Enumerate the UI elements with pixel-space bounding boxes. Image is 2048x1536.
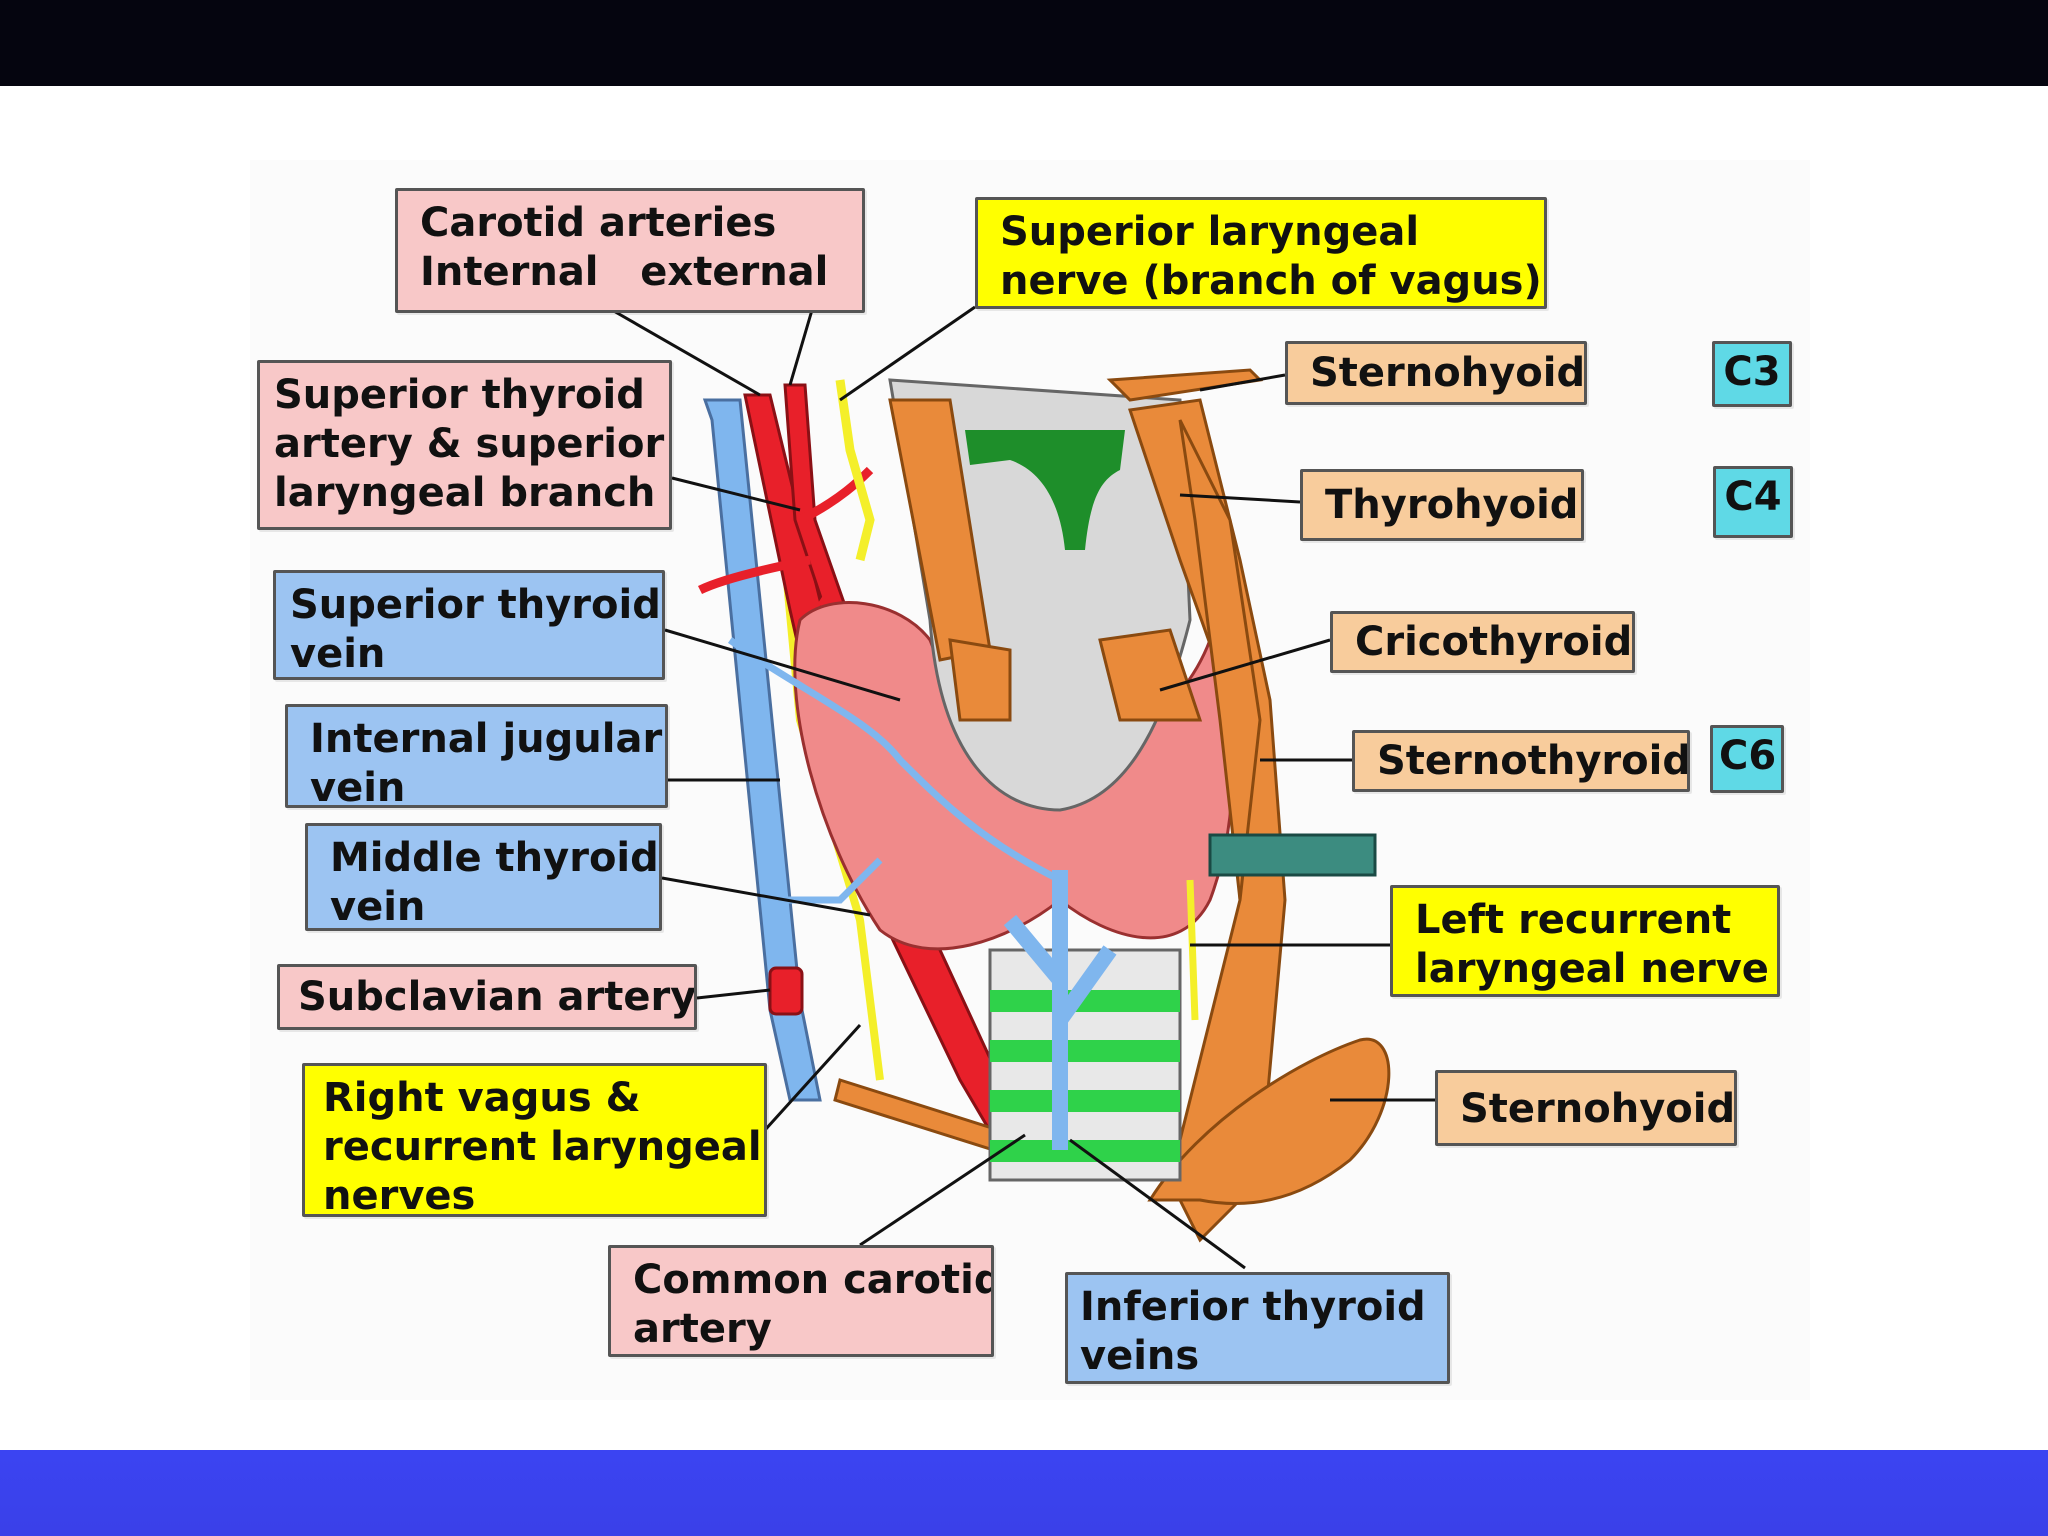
sternohyoid-top-label: Sternohyoid	[1285, 341, 1587, 405]
right-vagus-recurrent-nerves-label: Right vagus & recurrent laryngeal nerves	[302, 1063, 767, 1217]
thyrohyoid-label: Thyrohyoid	[1300, 469, 1584, 541]
superior-laryngeal-nerve-shape	[835, 379, 875, 562]
trachea-shape	[988, 948, 1182, 1182]
inferior-thyroid-veins-shape	[1003, 870, 1117, 1150]
thyrohyoid-membrane-shape	[965, 430, 1125, 550]
carotid-arteries-label: Carotid arteries Internal external	[395, 188, 865, 313]
middle-thyroid-vein-label: Middle thyroid vein	[305, 823, 662, 931]
sternohyoid-bottom-label: Sternohyoid	[1435, 1070, 1737, 1146]
c6-level-label: C6	[1710, 725, 1784, 793]
sternothyroid-label: Sternothyroid	[1352, 730, 1690, 792]
omohyoid-cut-shape	[1208, 833, 1377, 877]
c4-level-label: C4	[1713, 466, 1793, 538]
superior-laryngeal-nerve-label: Superior laryngeal nerve (branch of vagu…	[975, 197, 1547, 309]
c3-level-label: C3	[1712, 341, 1792, 407]
leader-lines	[611, 305, 1435, 1270]
inferior-thyroid-veins-label: Inferior thyroid veins	[1065, 1272, 1450, 1384]
superior-thyroid-vein-shape	[727, 637, 1062, 884]
left-recurrent-laryngeal-nerve-label: Left recurrent laryngeal nerve	[1390, 885, 1780, 997]
top-title-bar	[0, 0, 2048, 86]
subclavian-artery-shape	[768, 966, 804, 1016]
superior-thyroid-artery-label: Superior thyroid artery & superior laryn…	[257, 360, 672, 530]
left-recurrent-nerve-shape	[1186, 879, 1199, 1021]
bottom-footer-bar	[0, 1450, 2048, 1536]
cricothyroid-muscle-shape	[948, 628, 1203, 722]
subclavian-artery-label: Subclavian artery	[277, 964, 697, 1030]
internal-jugular-vein-label: Internal jugular vein	[285, 704, 668, 808]
cricothyroid-label: Cricothyroid	[1330, 611, 1635, 673]
superior-thyroid-vein-label: Superior thyroid vein	[273, 570, 665, 680]
common-carotid-artery-label: Common carotid artery	[608, 1245, 994, 1357]
sternohyoid-lower-shape	[1147, 1037, 1391, 1206]
